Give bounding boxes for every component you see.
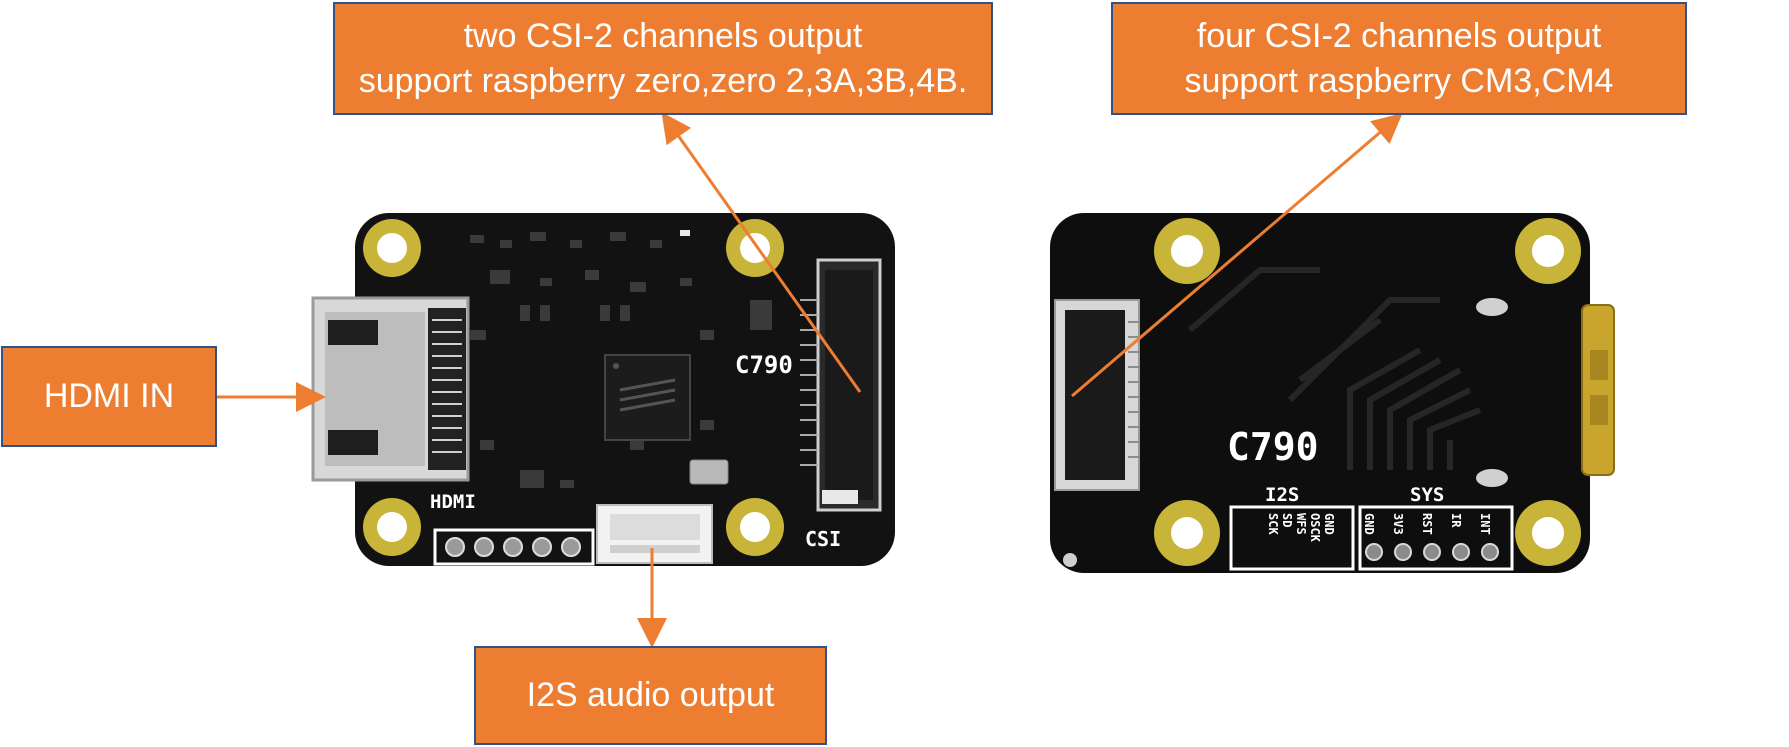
front-csi-label: CSI <box>805 527 841 551</box>
mount-hole-back-top-left <box>1154 218 1220 284</box>
sys-pin-ir: IR <box>1449 513 1463 528</box>
smd-components <box>470 232 772 488</box>
i2s-pin-osck: OSCK <box>1308 513 1322 543</box>
i2s-pin-wfs: WFS <box>1294 513 1308 535</box>
i2s-header-label: I2S <box>1265 484 1299 506</box>
front-model-label: C790 <box>735 351 793 379</box>
callout-hdmi-in: HDMI IN <box>1 346 217 447</box>
i2s-pin-gnd: GND <box>1322 513 1336 535</box>
csi-fpc-connector <box>800 258 882 512</box>
callout-hdmi-in-text: HDMI IN <box>43 377 175 416</box>
callout-i2s-audio-output: I2S audio output <box>474 646 827 745</box>
sys-header: SYS GND 3V3 RST IR INT <box>1358 484 1514 571</box>
back-model-label: C790 <box>1227 425 1319 469</box>
i2s-header: I2S GND OSCK WFS SD SCK <box>1229 484 1355 571</box>
small-hole <box>1063 553 1077 567</box>
mount-hole-top-right <box>726 219 784 277</box>
callout-four-csi-line2: support raspberry CM3,CM4 <box>1184 61 1614 100</box>
main-chip <box>604 354 691 441</box>
i2s-jst-connector <box>596 504 713 564</box>
pcb-traces <box>1188 267 1482 470</box>
mount-hole-top-left <box>363 219 421 277</box>
i2s-pin-sck: SCK <box>1266 513 1280 535</box>
oval-pad-bottom <box>1476 469 1508 487</box>
i2s-pin-sd: SD <box>1280 513 1294 527</box>
pcb-front: C790 HDMI CSI <box>311 213 895 566</box>
sys-pin-int: INT <box>1478 513 1492 535</box>
sys-pin-3v3: 3V3 <box>1391 513 1405 535</box>
sys-header-label: SYS <box>1410 484 1444 506</box>
mount-hole-bottom-right <box>726 498 784 556</box>
callout-two-csi-line2: support raspberry zero,zero 2,3A,3B,4B. <box>358 61 968 100</box>
pcb-back: C790 I2S GND OSCK WFS SD SCK SYS GND 3V3… <box>1050 213 1615 573</box>
led <box>680 230 690 236</box>
mount-hole-back-top-right <box>1515 218 1581 284</box>
callout-two-csi-line1: two CSI-2 channels output <box>463 17 863 56</box>
mount-hole-back-bottom-right <box>1515 500 1581 566</box>
sys-pin-rst: RST <box>1420 513 1434 535</box>
arrow-front-csi <box>661 112 862 393</box>
sys-pin-gnd: GND <box>1362 513 1376 535</box>
hdmi-connector <box>311 296 470 482</box>
front-hdmi-label: HDMI <box>430 491 476 513</box>
oval-pad-top <box>1476 298 1508 316</box>
back-fpc-connector <box>1054 299 1140 491</box>
callout-i2s-audio-text: I2S audio output <box>526 676 775 715</box>
callout-four-csi-channels: four CSI-2 channels output support raspb… <box>1111 2 1687 115</box>
mount-hole-bottom-left <box>363 498 421 556</box>
pin-header-front <box>433 528 595 566</box>
callout-arrows <box>217 112 1403 648</box>
back-hdmi-connector-edge <box>1581 304 1615 476</box>
callout-two-csi-channels: two CSI-2 channels output support raspbe… <box>333 2 993 115</box>
arrow-back-csi <box>1071 113 1403 398</box>
mount-hole-back-bottom-left <box>1154 500 1220 566</box>
callout-four-csi-line1: four CSI-2 channels output <box>1196 17 1602 56</box>
crystal-oscillator <box>689 459 729 485</box>
